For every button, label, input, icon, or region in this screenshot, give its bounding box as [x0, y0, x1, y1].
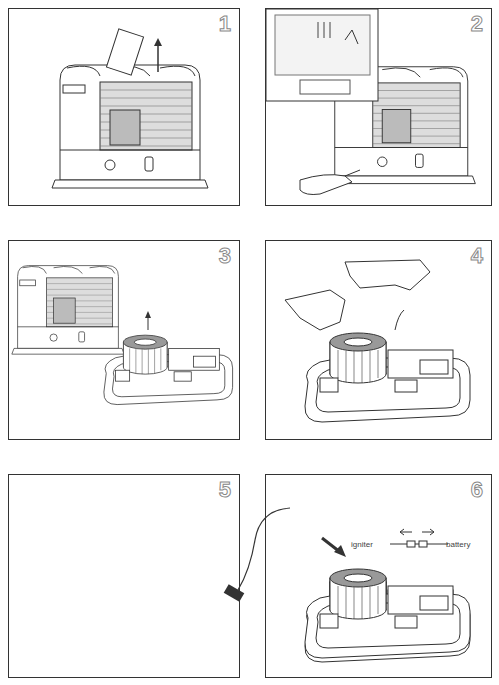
step-panel: 2 [265, 8, 492, 206]
step-number: 5 [219, 479, 231, 501]
step-panel: 4 [265, 240, 492, 440]
step-number: 1 [219, 13, 231, 35]
step-number: 4 [471, 245, 483, 267]
step-panel: 1 [8, 8, 240, 206]
step-panel: 6 [265, 474, 492, 678]
step-number: 2 [471, 13, 483, 35]
part-label: battery [446, 541, 470, 549]
step-number: 6 [471, 479, 483, 501]
part-label: igniter [351, 541, 373, 549]
step-panel: 3 [8, 240, 240, 440]
step-panel: 5igniterbattery [8, 474, 240, 678]
step-number: 3 [219, 245, 231, 267]
